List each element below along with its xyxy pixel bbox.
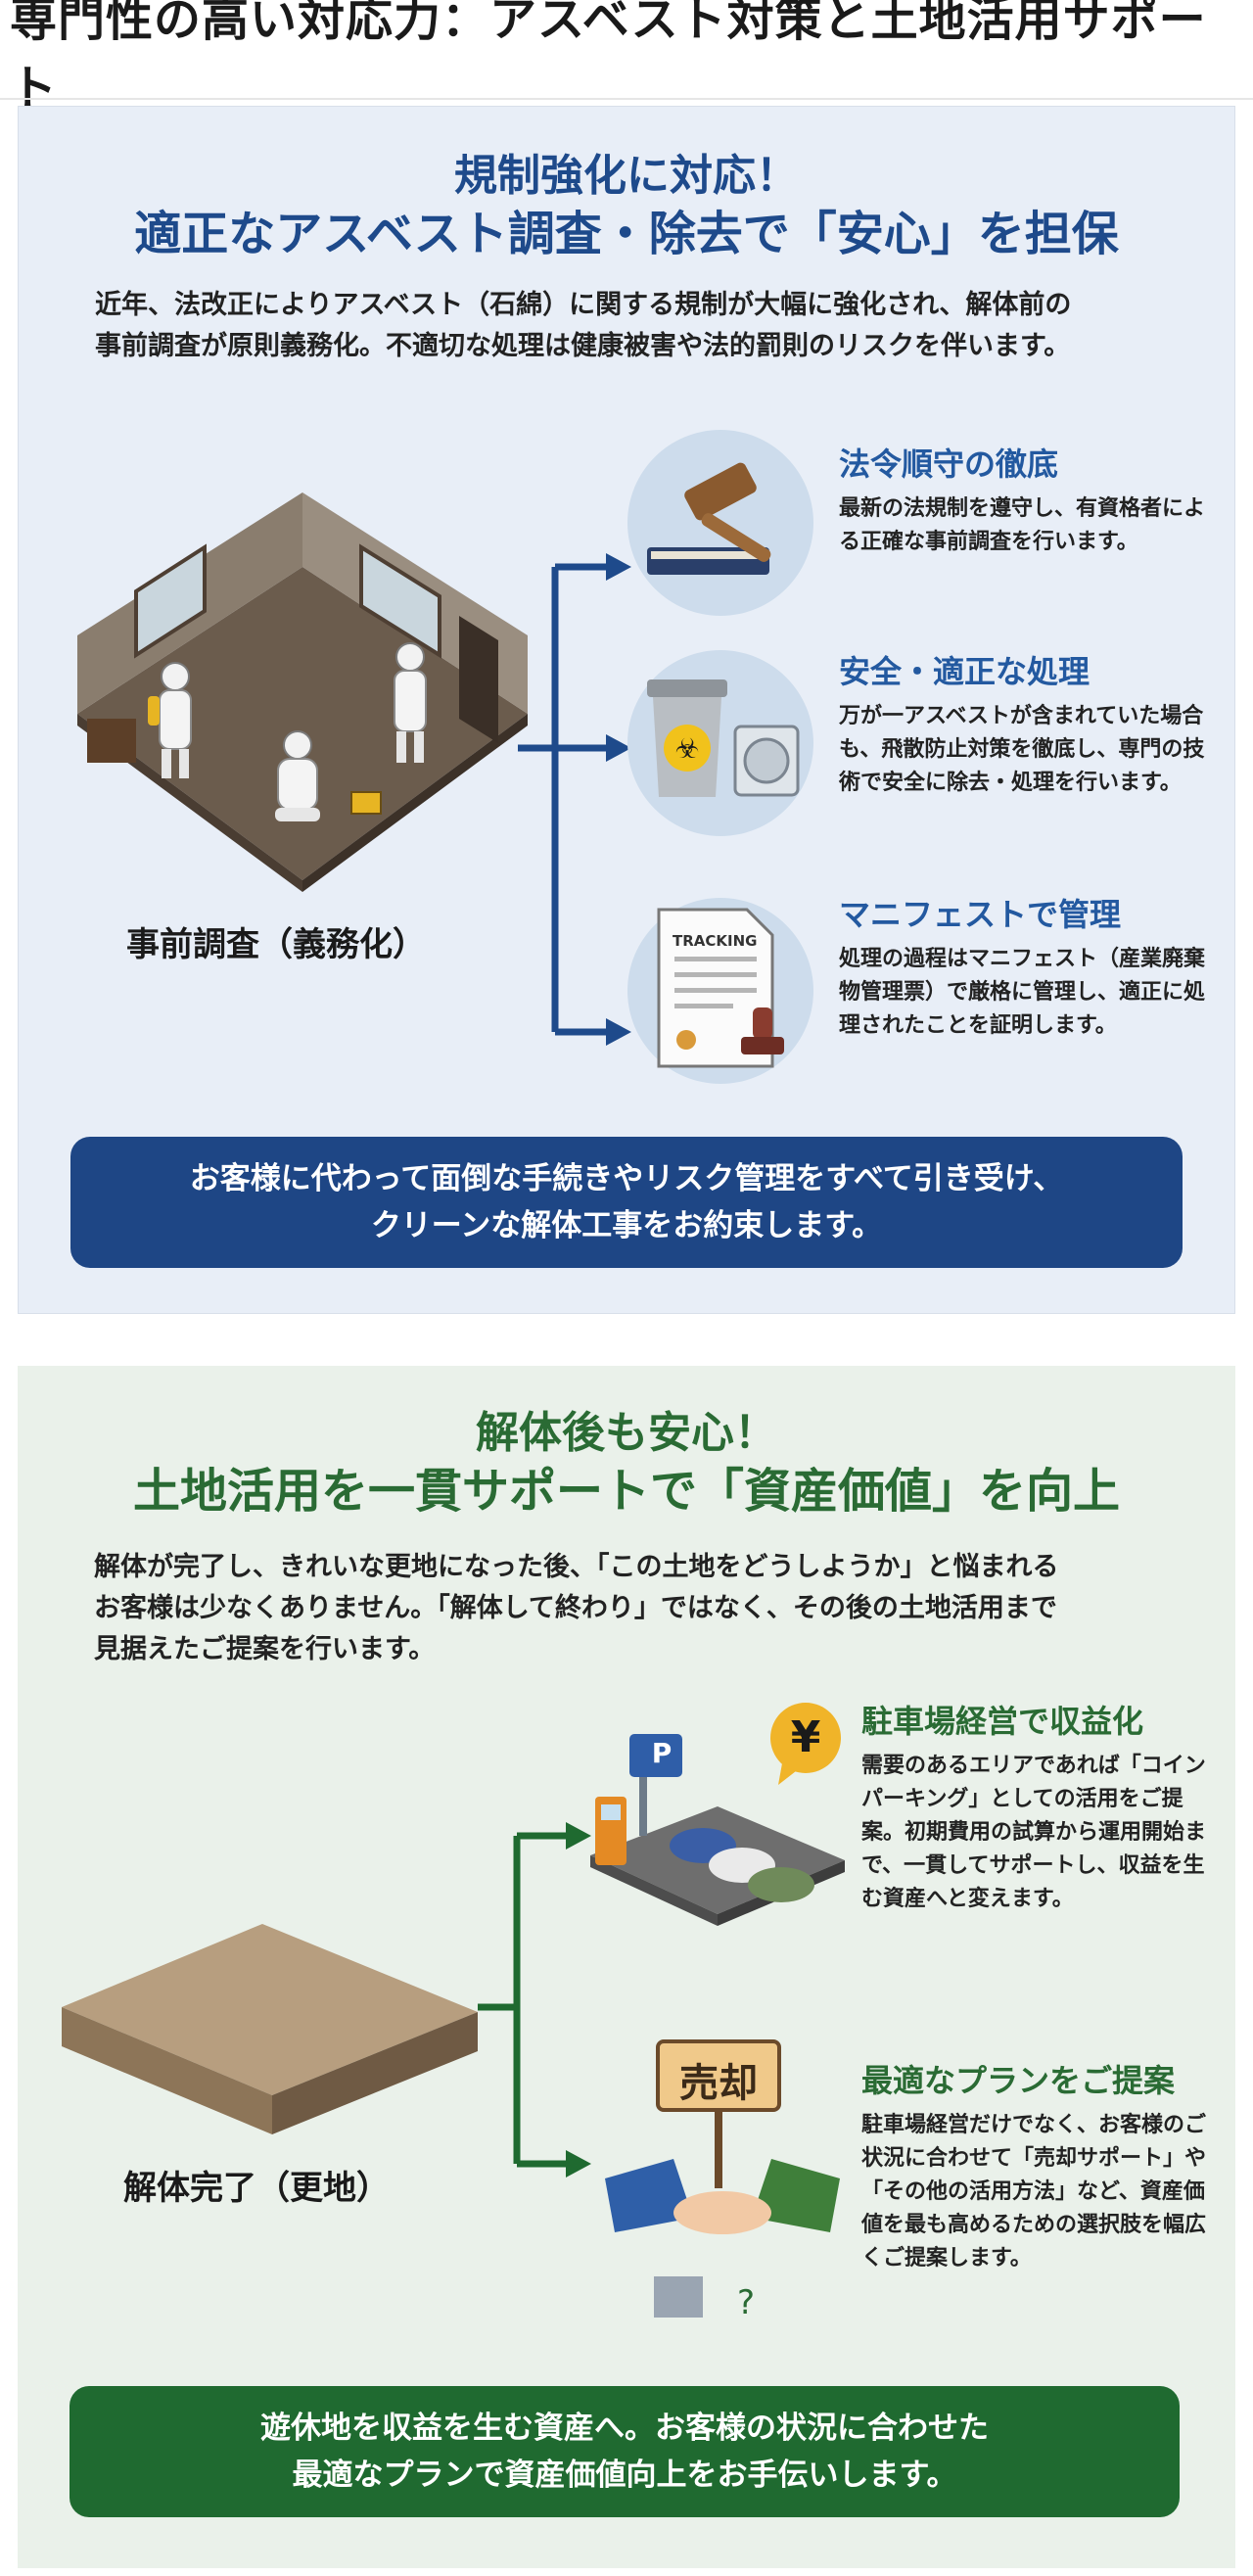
asbestos-panel: 規制強化に対応！ 適正なアスベスト調査・除去で「安心」を担保 近年、法改正により…	[18, 106, 1235, 1314]
land-headline-line1: 解体後も安心！	[476, 1408, 777, 1458]
feature-manifest: マニフェストで管理 処理の過程はマニフェスト（産業廃棄物管理票）で厳格に管理し、…	[839, 890, 1221, 1043]
sale-sign-text: 売却	[679, 2061, 758, 2106]
land-intro-line1: 解体が完了し、きれいな更地になった後、「この土地をどうしようか」と悩まれる	[94, 1552, 1059, 1582]
tool-case	[350, 791, 382, 815]
feature-legal-compliance-text: 最新の法規制を遵守し、有資格者による正確な事前調査を行います。	[839, 496, 1206, 555]
feature-manifest-title: マニフェストで管理	[839, 896, 1122, 933]
gavel-icon	[647, 462, 771, 575]
asbestos-intro-line2: 事前調査が原則義務化。不適切な処理は健康被害や法的罰則のリスクを伴います。	[95, 330, 1071, 361]
land-headline-line2: 土地活用を一貫サポートで「資産価値」を向上	[132, 1464, 1120, 1520]
feature-best-plan-text: 駐車場経営だけでなく、お客様のご状況に合わせて「売却サポート」や「その他の活用方…	[861, 2113, 1207, 2272]
asbestos-branch-connector	[518, 553, 631, 1046]
worker-2	[275, 730, 320, 821]
vacant-land-illustration	[62, 1924, 478, 2134]
hazard-bin-icon: ☣	[647, 679, 800, 797]
window-left	[134, 543, 207, 659]
feature-manifest-text: 処理の過程はマニフェスト（産業廃棄物管理票）で厳格に管理し、適正に処理されたこと…	[839, 947, 1206, 1039]
feature-safe-disposal-text: 万が一アスベストが含まれていた場合も、飛散防止対策を徹底し、専門の技術で安全に除…	[839, 704, 1205, 796]
yen-badge: ¥	[790, 1712, 821, 1762]
feature-parking: 駐車場経営で収益化 需要のあるエリアであれば「コインパーキング」としての活用をご…	[861, 1697, 1224, 1916]
worker-1	[148, 662, 192, 778]
page-title: 専門性の高い対応力：アスベスト対策と土地活用サポート	[10, 0, 1207, 116]
land-banner-line1: 遊休地を収益を生む資産へ。お客様の状況に合わせた	[260, 2410, 989, 2446]
asbestos-illustration-caption: 事前調査（義務化）	[126, 925, 426, 964]
land-banner: 遊休地を収益を生む資産へ。お客様の状況に合わせた 最適なプランで資産価値向上をお…	[70, 2386, 1180, 2517]
svg-text:☣: ☣	[674, 732, 699, 765]
feature-legal-compliance-title: 法令順守の徹底	[839, 445, 1059, 483]
survey-room-illustration	[77, 492, 528, 892]
parking-lot-icon	[590, 1703, 845, 1926]
cabinet	[87, 719, 136, 763]
feature-parking-text: 需要のあるエリアであれば「コインパーキング」としての活用をご提案。初期費用の試算…	[861, 1754, 1207, 1912]
tracking-label: TRACKING	[673, 932, 758, 950]
land-intro-line2: お客様は少なくありません。「解体して終わり」ではなく、その後の土地活用まで	[94, 1592, 1057, 1623]
land-intro-line3: 見据えたご提案を行います。	[94, 1633, 436, 1664]
feature-safe-disposal: 安全・適正な処理 万が一アスベストが含まれていた場合も、飛散防止対策を徹底し、専…	[839, 647, 1221, 800]
worker-3	[394, 642, 427, 763]
land-illustration-caption: 解体完了（更地）	[123, 2169, 390, 2208]
asbestos-banner-line2: クリーンな解体工事をお約束します。	[370, 1208, 883, 1243]
asbestos-banner: お客様に代わって面倒な手続きやリスク管理をすべて引き受け、 クリーンな解体工事を…	[70, 1137, 1183, 1268]
window-right	[359, 543, 441, 659]
asbestos-banner-line1: お客様に代わって面倒な手続きやリスク管理をすべて引き受け、	[189, 1160, 1064, 1196]
feature-best-plan: 最適なプランをご提案 駐車場経営だけでなく、お客様のご状況に合わせて「売却サポー…	[861, 2056, 1224, 2275]
feature-safe-disposal-title: 安全・適正な処理	[839, 653, 1091, 690]
feature-legal-compliance: 法令順守の徹底 最新の法規制を遵守し、有資格者による正確な事前調査を行います。	[839, 440, 1221, 559]
asbestos-headline-line1: 規制強化に対応！	[454, 151, 799, 201]
asbestos-headline-line2: 適正なアスベスト調査・除去で「安心」を担保	[134, 207, 1119, 262]
asbestos-headline: 規制強化に対応！ 適正なアスベスト調査・除去で「安心」を担保	[19, 148, 1234, 265]
title-divider	[0, 98, 1253, 100]
land-intro: 解体が完了し、きれいな更地になった後、「この土地をどうしようか」と悩まれる お客…	[94, 1547, 1171, 1670]
land-branch-connector	[478, 1822, 591, 2178]
land-headline: 解体後も安心！ 土地活用を一貫サポートで「資産価値」を向上	[18, 1405, 1235, 1522]
feature-best-plan-title: 最適なプランをご提案	[861, 2062, 1176, 2099]
feature-parking-title: 駐車場経営で収益化	[861, 1703, 1144, 1740]
land-banner-line2: 最適なプランで資産価値向上をお手伝いします。	[292, 2458, 957, 2493]
asbestos-intro-line1: 近年、法改正によりアスベスト（石綿）に関する規制が大幅に強化され、解体前の	[95, 290, 1072, 320]
svg-text:?: ?	[737, 2283, 755, 2322]
room-door	[459, 616, 498, 743]
parking-sign: P	[651, 1737, 673, 1769]
land-use-panel: 解体後も安心！ 土地活用を一貫サポートで「資産価値」を向上 解体が完了し、きれい…	[18, 1366, 1235, 2568]
handshake-sign-icon: ?	[605, 2039, 840, 2322]
asbestos-intro: 近年、法改正によりアスベスト（石綿）に関する規制が大幅に強化され、解体前の 事前…	[95, 285, 1172, 367]
document-stamp-icon	[657, 908, 784, 1068]
